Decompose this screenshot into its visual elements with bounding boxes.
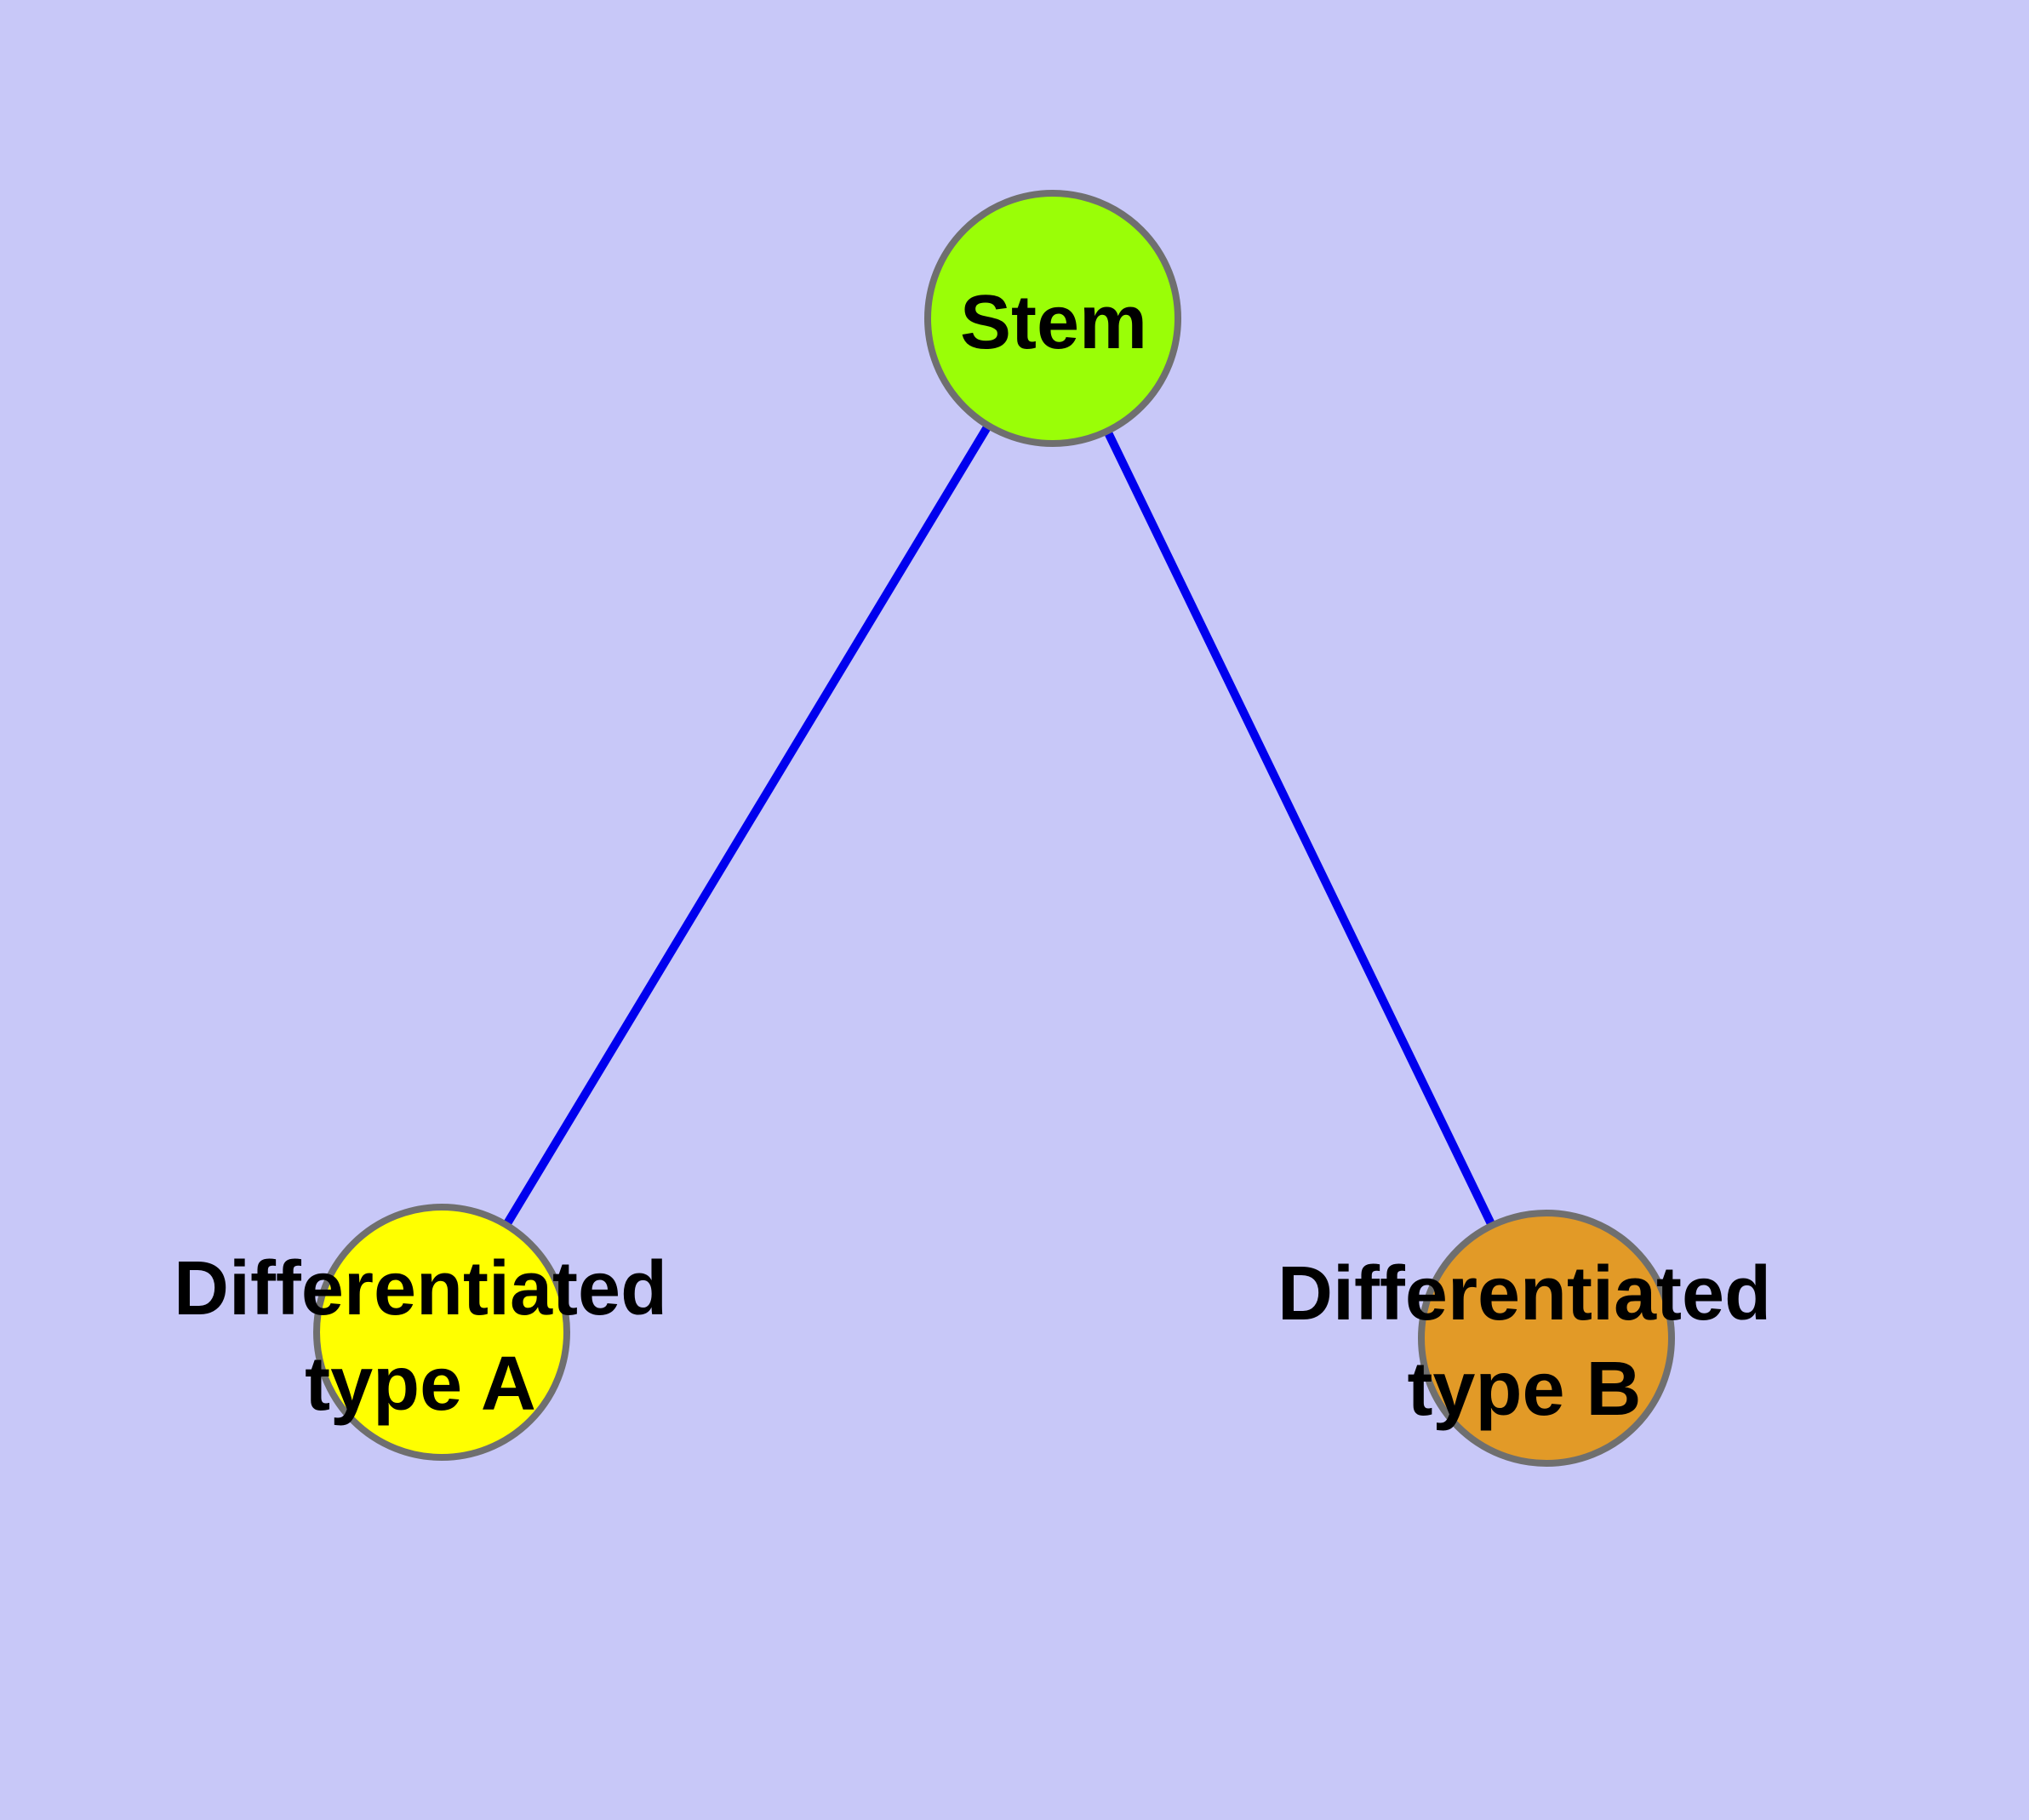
node-type-b-label-line2: type B <box>1407 1347 1642 1432</box>
node-type-a-label: Differentiated type A <box>174 1241 667 1432</box>
node-type-a-label-line1: Differentiated <box>173 1246 668 1331</box>
edge-stem-to-type-a <box>437 316 1057 1335</box>
node-type-b-circle <box>1418 1210 1675 1467</box>
node-type-b-label: Differentiated type B <box>1277 1246 1771 1437</box>
node-type-a-label-line2: type A <box>305 1342 536 1427</box>
node-type-a-circle <box>313 1204 570 1461</box>
node-type-b-label-line1: Differentiated <box>1277 1251 1772 1336</box>
edge-stem-to-type-b <box>1049 316 1551 1341</box>
node-stem-circle <box>924 190 1181 447</box>
node-stem-label: Stem <box>959 280 1148 365</box>
